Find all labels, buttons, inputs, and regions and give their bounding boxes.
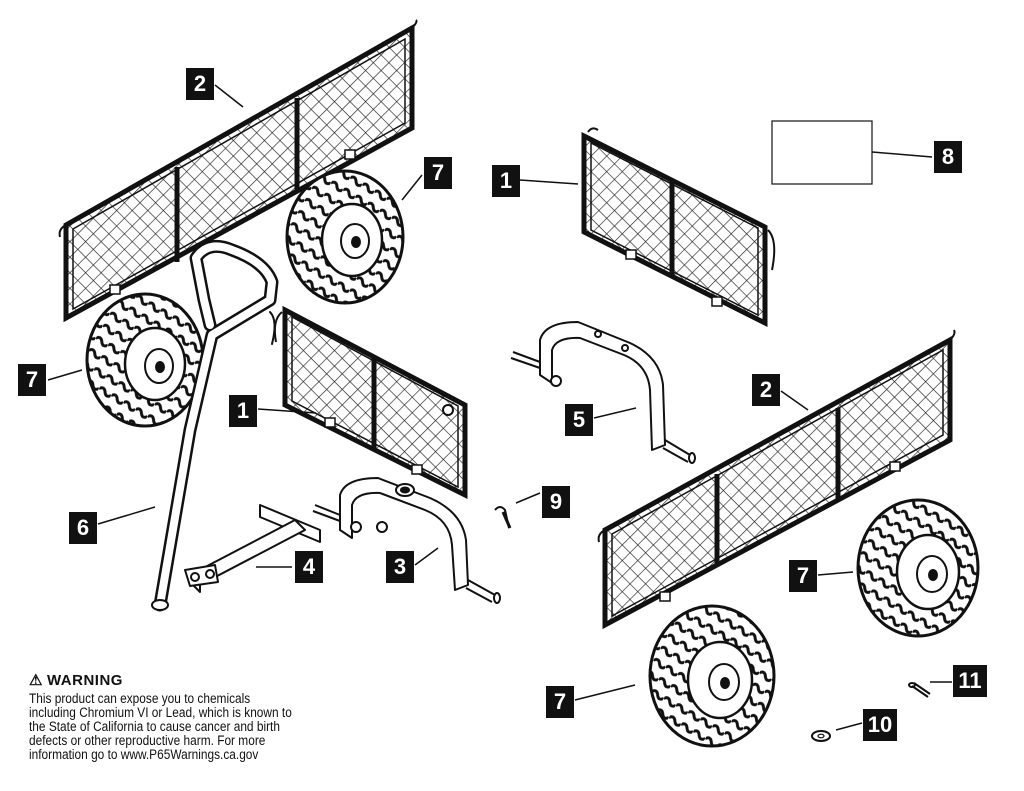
callout-7-right: 7 — [789, 560, 817, 592]
callout-1-upper: 1 — [492, 165, 520, 197]
handle — [151, 239, 279, 612]
callout-1-center: 1 — [229, 395, 257, 427]
warning-text: This product can expose you to chemicals… — [29, 691, 292, 762]
callout-7-bottom: 7 — [546, 686, 574, 718]
callout-3: 3 — [386, 551, 414, 583]
callout-2-upper: 2 — [186, 68, 214, 100]
callout-7-left: 7 — [18, 364, 46, 396]
callout-6: 6 — [69, 512, 97, 544]
rear-axle-bracket — [510, 321, 696, 464]
warning-triangle-icon: ⚠ — [29, 672, 43, 689]
wheel-bottom — [648, 604, 776, 748]
side-panel-upper-left — [58, 19, 418, 323]
prop65-warning: ⚠ WARNING This product can expose you to… — [29, 670, 359, 762]
wheel-upper — [285, 169, 405, 305]
callout-7-upper: 7 — [424, 157, 452, 189]
end-panel-upper-right — [581, 127, 776, 328]
callout-2-lower: 2 — [752, 374, 780, 406]
end-panel-center — [273, 305, 468, 500]
side-panel-lower-right — [597, 329, 956, 630]
callout-9: 9 — [542, 486, 570, 518]
cotter-pin — [908, 682, 931, 698]
warning-heading: ⚠ WARNING — [29, 670, 359, 690]
wheel-left — [85, 292, 205, 428]
tongue — [184, 504, 321, 593]
wheel-right — [856, 498, 980, 638]
callout-5: 5 — [565, 404, 593, 436]
leader-lines — [47, 84, 952, 731]
hitch-pin — [494, 506, 512, 529]
callout-10: 10 — [863, 709, 897, 741]
callout-4: 4 — [295, 551, 323, 583]
manual-box — [771, 120, 873, 185]
callout-8: 8 — [934, 141, 962, 173]
washer — [811, 730, 831, 742]
warning-title: WARNING — [46, 671, 123, 689]
callout-11: 11 — [953, 665, 987, 697]
front-axle-bracket — [312, 477, 501, 604]
